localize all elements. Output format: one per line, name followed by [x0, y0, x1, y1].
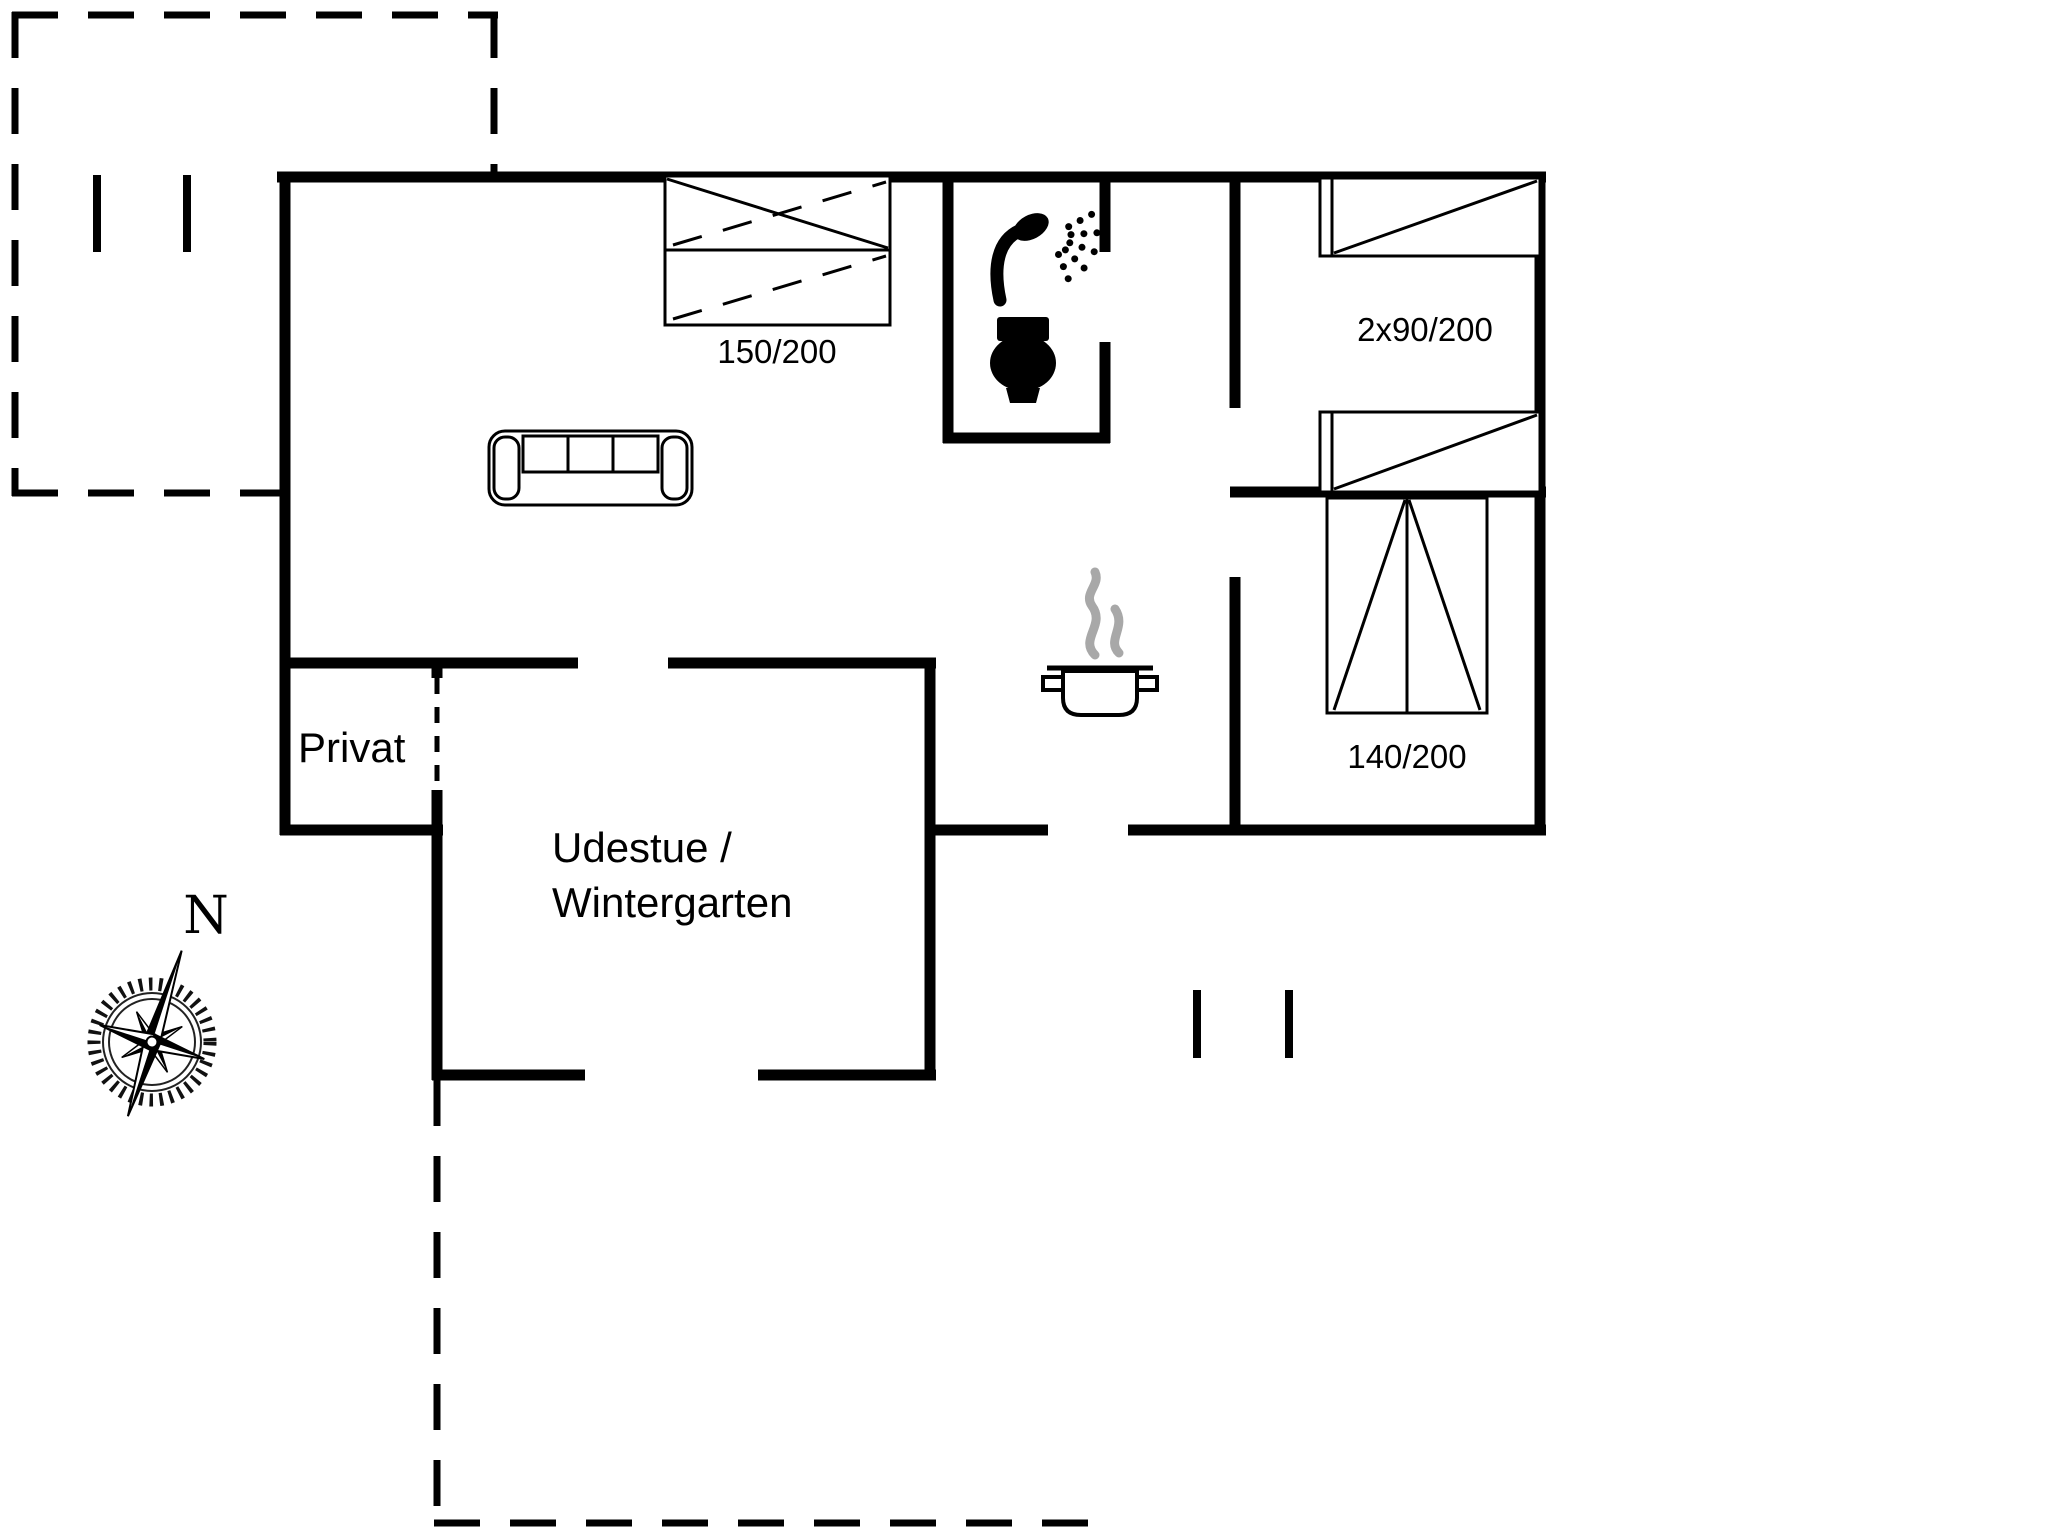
compass-tick-ring: [87, 977, 217, 1107]
terrace-outline-bottom: [433, 1080, 1108, 1528]
terrace-door-marks-bottom-right: [1193, 990, 1293, 1058]
toilet-bowl: [990, 335, 1056, 391]
second-bed-icon: [1325, 496, 1489, 715]
sofa-cushion: [521, 434, 570, 474]
label-privat: Privat: [298, 724, 406, 771]
bed-outline: [1318, 410, 1542, 494]
bed-diagonal: [1333, 413, 1538, 491]
pot-handle: [1041, 675, 1065, 692]
compass-ring: [108, 998, 196, 1086]
toilet-tank: [997, 317, 1049, 341]
shower-head: [1013, 213, 1049, 241]
single-beds-icon: [1318, 176, 1542, 494]
toilet-icon: [990, 317, 1056, 403]
bed-duvet-dashed: [672, 254, 887, 321]
sofa-cushion: [611, 434, 660, 474]
toilet-base: [1006, 388, 1040, 403]
steam-curl: [1085, 567, 1101, 660]
label-bed-main: 150/200: [717, 333, 836, 370]
shower-icon: [990, 210, 1101, 307]
compass-rose-icon: [87, 950, 217, 1117]
shower-spray: [1055, 210, 1101, 283]
sofa-icon: [487, 429, 694, 507]
bed-diagonal: [1332, 499, 1407, 711]
bed-diagonal: [1407, 499, 1482, 711]
compass-needle-north: [143, 950, 183, 1046]
compass-ring: [102, 992, 202, 1092]
pot-handle: [1135, 675, 1159, 692]
bed-diagonal: [1333, 179, 1538, 255]
pot-body: [1061, 669, 1139, 717]
double-bed-icon: [663, 174, 892, 327]
steam-curl: [1110, 604, 1124, 658]
compass-hub: [145, 1035, 159, 1049]
label-udestue-line1: Udestue /: [552, 824, 732, 871]
terrace-door-marks-top-left: [93, 175, 191, 252]
shower-hose: [990, 223, 1028, 307]
label-compass-north: N: [183, 886, 229, 946]
sofa-armrest: [660, 435, 689, 501]
label-udestue-line2: Wintergarten: [552, 879, 792, 926]
terrace-outline-top-left: [11, 11, 498, 497]
label-bed-second: 140/200: [1347, 738, 1466, 775]
label-udestue: Udestue / Wintergarten: [552, 824, 792, 926]
label-beds-twin: 2x90/200: [1357, 311, 1493, 348]
bed-duvet-dashed: [672, 180, 887, 247]
bed-outline: [1318, 176, 1542, 258]
sofa-cushion: [566, 434, 615, 474]
steam-icon: [1085, 567, 1124, 660]
compass-star: [99, 950, 205, 1117]
sofa-armrest: [492, 435, 521, 501]
cooking-pot-icon: [1041, 567, 1159, 717]
